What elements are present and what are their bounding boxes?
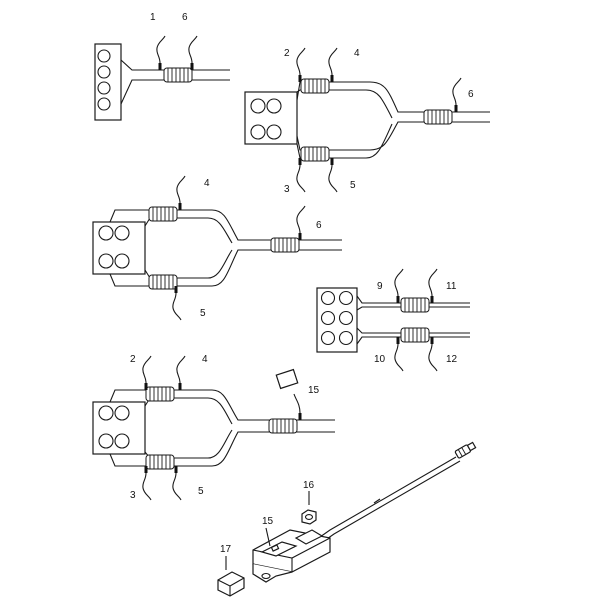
catalytic-converter-lower: [300, 146, 330, 162]
catalytic-converter-lower: [148, 274, 178, 290]
callout-2: 2: [130, 354, 136, 365]
callout-2: 2: [284, 48, 290, 59]
sensor-3: [142, 465, 152, 501]
callout-5: 5: [198, 486, 204, 497]
callout-5: 5: [200, 308, 206, 319]
callout-15: 15: [262, 516, 274, 527]
callout-15: 15: [308, 385, 320, 396]
engine-layout-six-cylinder: [316, 268, 470, 372]
callout-12: 12: [446, 354, 458, 365]
catalytic-converter-upper: [145, 386, 175, 402]
engine-layout-v-twin-bank-b: [92, 175, 342, 321]
sensor-10: [394, 336, 404, 372]
callout-4: 4: [202, 354, 208, 365]
sensor-11: [428, 268, 438, 304]
callout-3: 3: [284, 184, 290, 195]
catalytic-converter-lower: [145, 454, 175, 470]
sensor-4: [176, 355, 186, 391]
nox-control-unit-icon: [275, 368, 299, 390]
nox-sensor-assembly: [217, 441, 477, 597]
catalytic-converter-upper: [148, 206, 178, 222]
catalytic-converter-upper: [400, 297, 430, 313]
callout-10: 10: [374, 354, 386, 365]
sensor-2: [142, 355, 152, 391]
catalytic-converter-lower: [400, 327, 430, 343]
callout-11: 11: [446, 281, 457, 292]
engine-layout-v-twin-bank-a: [244, 47, 490, 193]
catalytic-converter-upper: [300, 78, 330, 94]
sensor-4: [328, 47, 338, 83]
callout-6: 6: [468, 89, 474, 100]
callout-4: 4: [204, 178, 210, 189]
sensor-6: [296, 205, 306, 241]
sensor-6: [452, 77, 462, 113]
engine-layout-v-twin-with-nox: [92, 355, 335, 501]
sensor-5: [172, 285, 182, 321]
callout-16: 16: [303, 480, 315, 491]
callout-4: 4: [354, 48, 360, 59]
catalytic-converter-main: [270, 237, 300, 253]
sensor-5: [328, 157, 338, 193]
catalytic-converter-main: [268, 418, 298, 434]
catalytic-converter-main: [423, 109, 453, 125]
connector-17: [217, 556, 245, 597]
sensor-1: [156, 35, 166, 71]
sensor-5: [172, 465, 182, 501]
callout-9: 9: [377, 281, 383, 292]
sensor-9: [394, 268, 404, 304]
callout-5: 5: [350, 180, 356, 191]
callout-3: 3: [130, 490, 136, 501]
nox-probe: [454, 441, 477, 459]
sensor-3: [296, 157, 306, 193]
sensor-2: [296, 47, 306, 83]
engine-layout-single-bank: [94, 35, 230, 121]
sensor-12: [428, 336, 438, 372]
sensor-4: [176, 175, 186, 211]
nut-16: [301, 491, 317, 525]
catalytic-converter: [163, 67, 193, 83]
sensor-6: [188, 35, 198, 71]
callout-6: 6: [182, 12, 188, 23]
callout-6: 6: [316, 220, 322, 231]
callout-17: 17: [220, 544, 232, 555]
callout-1: 1: [150, 12, 156, 23]
